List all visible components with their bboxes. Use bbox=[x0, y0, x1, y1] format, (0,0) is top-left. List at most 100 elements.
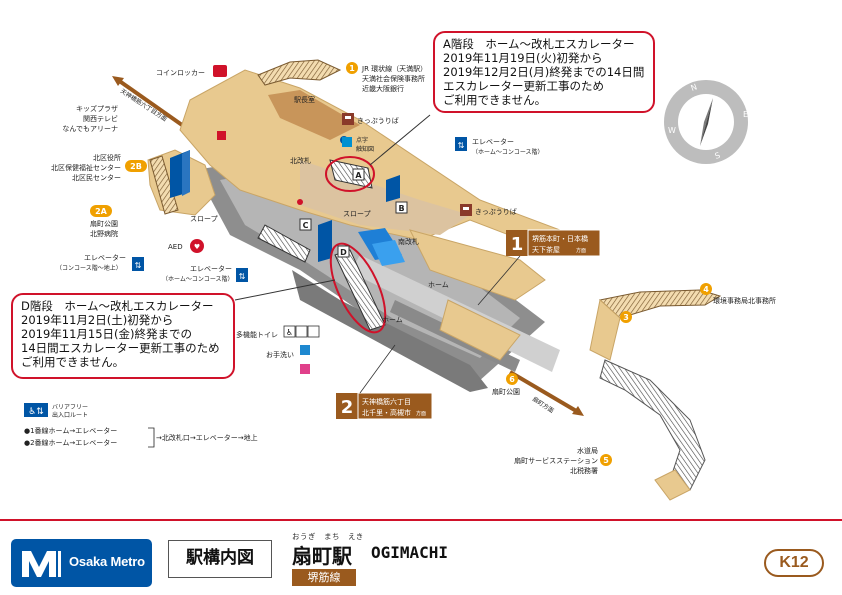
svg-text:天下茶屋: 天下茶屋 bbox=[532, 245, 560, 254]
svg-text:1: 1 bbox=[511, 234, 524, 255]
svg-text:1: 1 bbox=[349, 64, 355, 73]
elevator-left-block bbox=[170, 150, 190, 198]
svg-text:方面: 方面 bbox=[576, 247, 586, 254]
elevator-icon-left: ⇅ bbox=[132, 257, 144, 271]
callout-a-line: エスカレーター更新工事のため bbox=[443, 79, 604, 93]
svg-text:D: D bbox=[340, 248, 347, 257]
stair-b-marker: B bbox=[395, 201, 408, 214]
svg-text:C: C bbox=[303, 221, 309, 230]
ticket-machine-icon-right bbox=[460, 204, 472, 216]
svg-text:⇅: ⇅ bbox=[135, 261, 142, 270]
braille-icon bbox=[342, 137, 352, 147]
label-south-gate: 南改札 bbox=[398, 237, 419, 246]
footer bbox=[0, 519, 842, 595]
svg-text:S: S bbox=[714, 151, 722, 161]
elevator-right-block bbox=[386, 175, 400, 202]
label-jr-3: 近畿大阪銀行 bbox=[362, 84, 404, 93]
elevator-center-block bbox=[318, 220, 332, 262]
line-badge: 堺筋線 bbox=[292, 569, 356, 586]
label-street-top: 天神橋筋六丁目方面 bbox=[119, 87, 169, 123]
stair-a-marker: A bbox=[352, 168, 365, 181]
svg-text:W: W bbox=[668, 126, 676, 135]
svg-text:3: 3 bbox=[623, 313, 629, 322]
svg-text:N: N bbox=[690, 82, 699, 93]
street-bottom bbox=[508, 370, 584, 416]
stair-d-marker: D bbox=[337, 245, 350, 258]
platform-2-sign: 2 天神橋筋六丁目 北千里・高槻市 方面 bbox=[336, 392, 433, 420]
highlight-stair-a bbox=[325, 156, 375, 192]
platform-1-sign: 1 堺筋本町・日本橋 天下茶屋 方面 bbox=[506, 229, 601, 257]
svg-text:方面: 方面 bbox=[416, 410, 426, 417]
osaka-metro-logo: Osaka Metro bbox=[11, 539, 152, 587]
label-ward-health: 北区保健福祉センター bbox=[51, 163, 121, 172]
coin-locker-marker bbox=[217, 131, 226, 140]
label-toilet-multi: 多機能トイレ bbox=[236, 330, 278, 339]
label-north-gate: 北改札 bbox=[290, 156, 311, 165]
barrier-free-icon: ♿⇅ bbox=[24, 403, 48, 417]
elevator-icon-mid: ⇅ bbox=[236, 268, 248, 282]
svg-text:6: 6 bbox=[509, 375, 515, 384]
label-jr-1: JR 環状線（天満駅） bbox=[361, 64, 427, 73]
exit-4-badge: 4 bbox=[700, 283, 712, 295]
callout-d-line: ご利用できません。 bbox=[21, 355, 125, 369]
label-route-2: ●2番線ホーム→エレベーター bbox=[24, 438, 117, 447]
label-water-2: 扇町サービスステーション bbox=[514, 456, 598, 465]
stair-c bbox=[257, 224, 311, 263]
callout-a-line: 2019年11月19日(火)初発から bbox=[443, 51, 603, 65]
exit-6-badge: 6 bbox=[506, 373, 518, 385]
svg-text:堺筋本町・日本橋: 堺筋本町・日本橋 bbox=[532, 234, 588, 243]
label-route-1: ●1番線ホーム→エレベーター bbox=[24, 426, 117, 435]
callout-d-line: 14日間エスカレーター更新工事のため bbox=[21, 341, 220, 355]
svg-text:天神橋筋六丁目: 天神橋筋六丁目 bbox=[362, 397, 411, 406]
stair-a-escalator bbox=[329, 159, 373, 189]
label-elevator-mid-2: （ホーム～コンコース階） bbox=[162, 275, 234, 283]
stair-c-marker: C bbox=[299, 218, 312, 231]
label-elevator-mid-1: エレベーター bbox=[190, 264, 232, 273]
svg-text:E: E bbox=[743, 110, 748, 119]
label-braille: 点字 bbox=[356, 136, 368, 144]
plan-title: 駅構内図 bbox=[168, 540, 272, 578]
label-braille2: 触知図 bbox=[356, 145, 374, 153]
svg-text:B: B bbox=[398, 204, 404, 213]
accessible-toilet-icon: ♿ bbox=[283, 325, 320, 338]
station-furigana: おうぎ まち えき bbox=[292, 532, 364, 541]
label-env-office: 環境事務局北事務所 bbox=[713, 296, 776, 305]
label-aed: AED bbox=[168, 243, 183, 251]
svg-text:2B: 2B bbox=[130, 162, 142, 171]
exit-5-stairs bbox=[599, 359, 706, 501]
exit-2b-badge: 2B bbox=[125, 160, 147, 172]
callout-d-line: 2019年11月2日(土)初発から bbox=[21, 313, 174, 327]
svg-text:♿⇅: ♿⇅ bbox=[28, 407, 44, 417]
station-name-en: OGIMACHI bbox=[371, 543, 449, 562]
exit-2a-badge: 2A bbox=[90, 205, 112, 217]
label-ticket-left: きっぷうりば bbox=[357, 116, 399, 125]
exit-1-badge: 1 bbox=[346, 62, 358, 74]
coin-locker-icon bbox=[213, 65, 227, 77]
label-ward-civic: 北区民センター bbox=[72, 173, 121, 182]
label-elevator-right-1: エレベーター bbox=[472, 137, 514, 146]
callout-d-leader bbox=[234, 279, 336, 301]
exit-3-4-stairs bbox=[589, 289, 722, 361]
exit-1-stairs bbox=[257, 59, 342, 86]
label-elevator-right-2: （ホーム～コンコース階） bbox=[472, 148, 544, 156]
callout-a-line: ご利用できません。 bbox=[443, 93, 547, 107]
label-home-lower: ホーム bbox=[382, 316, 403, 324]
label-ward-office: 北区役所 bbox=[93, 153, 121, 162]
label-ogimachi-park-b: 扇町公園 bbox=[492, 387, 520, 396]
escalator-blue-band bbox=[358, 228, 405, 266]
label-station-office: 駅長室 bbox=[294, 95, 315, 104]
footer-divider bbox=[0, 519, 842, 521]
label-jr-2: 天満社会保険事務所 bbox=[362, 74, 425, 83]
exit-3-badge: 3 bbox=[620, 311, 632, 323]
label-elevator-left-1: エレベーター bbox=[84, 253, 126, 262]
aed-icon: ♥ bbox=[190, 239, 204, 253]
label-kansai-tv: 関西テレビ bbox=[83, 114, 118, 123]
svg-text:2A: 2A bbox=[95, 207, 108, 216]
label-ticket-right: きっぷうりば bbox=[475, 207, 517, 216]
ticket-machine-icon bbox=[342, 113, 354, 125]
svg-text:北千里・高槻市: 北千里・高槻市 bbox=[362, 408, 411, 417]
logo-text: Osaka Metro bbox=[69, 554, 145, 569]
svg-text:A: A bbox=[355, 171, 362, 180]
street-top bbox=[112, 76, 194, 134]
label-slope-center: スロープ bbox=[343, 210, 371, 218]
